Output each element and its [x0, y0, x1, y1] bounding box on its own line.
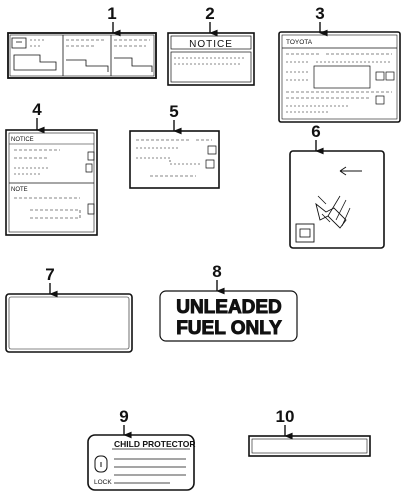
- callout-6: 6: [311, 122, 320, 141]
- item-3[interactable]: 3 TOYOTA: [278, 4, 401, 123]
- label-4-bottom-text: NOTE: [11, 187, 28, 193]
- label-3-brand: TOYOTA: [286, 39, 313, 46]
- label-5: [129, 130, 220, 189]
- item-10[interactable]: 10: [248, 407, 371, 457]
- callout-8: 8: [212, 262, 221, 281]
- label-1: [7, 32, 157, 79]
- label-8: UNLEADED FUEL ONLY: [159, 290, 298, 342]
- item-1[interactable]: 1: [7, 4, 157, 79]
- label-6-arrow-icon: [339, 166, 362, 176]
- callout-2: 2: [205, 4, 214, 23]
- label-6: [289, 150, 385, 249]
- item-5[interactable]: 5: [129, 102, 220, 189]
- callout-1: 1: [107, 4, 116, 23]
- item-6[interactable]: 6: [289, 122, 385, 249]
- callout-4: 4: [32, 100, 42, 119]
- label-2: NOTICE: [167, 32, 255, 86]
- label-2-heading: NOTICE: [189, 39, 233, 50]
- label-7: [5, 293, 133, 353]
- callout-5: 5: [169, 102, 178, 121]
- lock-icon: [94, 455, 108, 473]
- callout-9: 9: [119, 407, 128, 426]
- item-7[interactable]: 7: [5, 265, 133, 353]
- item-2[interactable]: 2 NOTICE: [167, 4, 255, 86]
- label-10: [248, 435, 371, 457]
- callout-3: 3: [315, 4, 324, 23]
- label-9-title: CHILD PROTECTOR: [114, 439, 196, 449]
- label-4: NOTICE NOTE: [5, 129, 98, 236]
- callout-7: 7: [45, 265, 54, 284]
- callout-10: 10: [276, 407, 295, 426]
- label-9-caption: LOCK: [94, 479, 112, 486]
- item-8[interactable]: 8 UNLEADED FUEL ONLY: [159, 262, 298, 342]
- label-9: CHILD PROTECTOR LOCK: [87, 434, 196, 491]
- item-4[interactable]: 4 NOTICE NOTE: [5, 100, 98, 236]
- label-8-line2: FUEL ONLY: [176, 318, 282, 339]
- label-8-line1: UNLEADED: [176, 297, 282, 318]
- item-9[interactable]: 9 CHILD PROTECTOR LOCK: [87, 407, 196, 491]
- label-3: TOYOTA: [278, 31, 401, 123]
- label-4-top-text: NOTICE: [11, 137, 34, 143]
